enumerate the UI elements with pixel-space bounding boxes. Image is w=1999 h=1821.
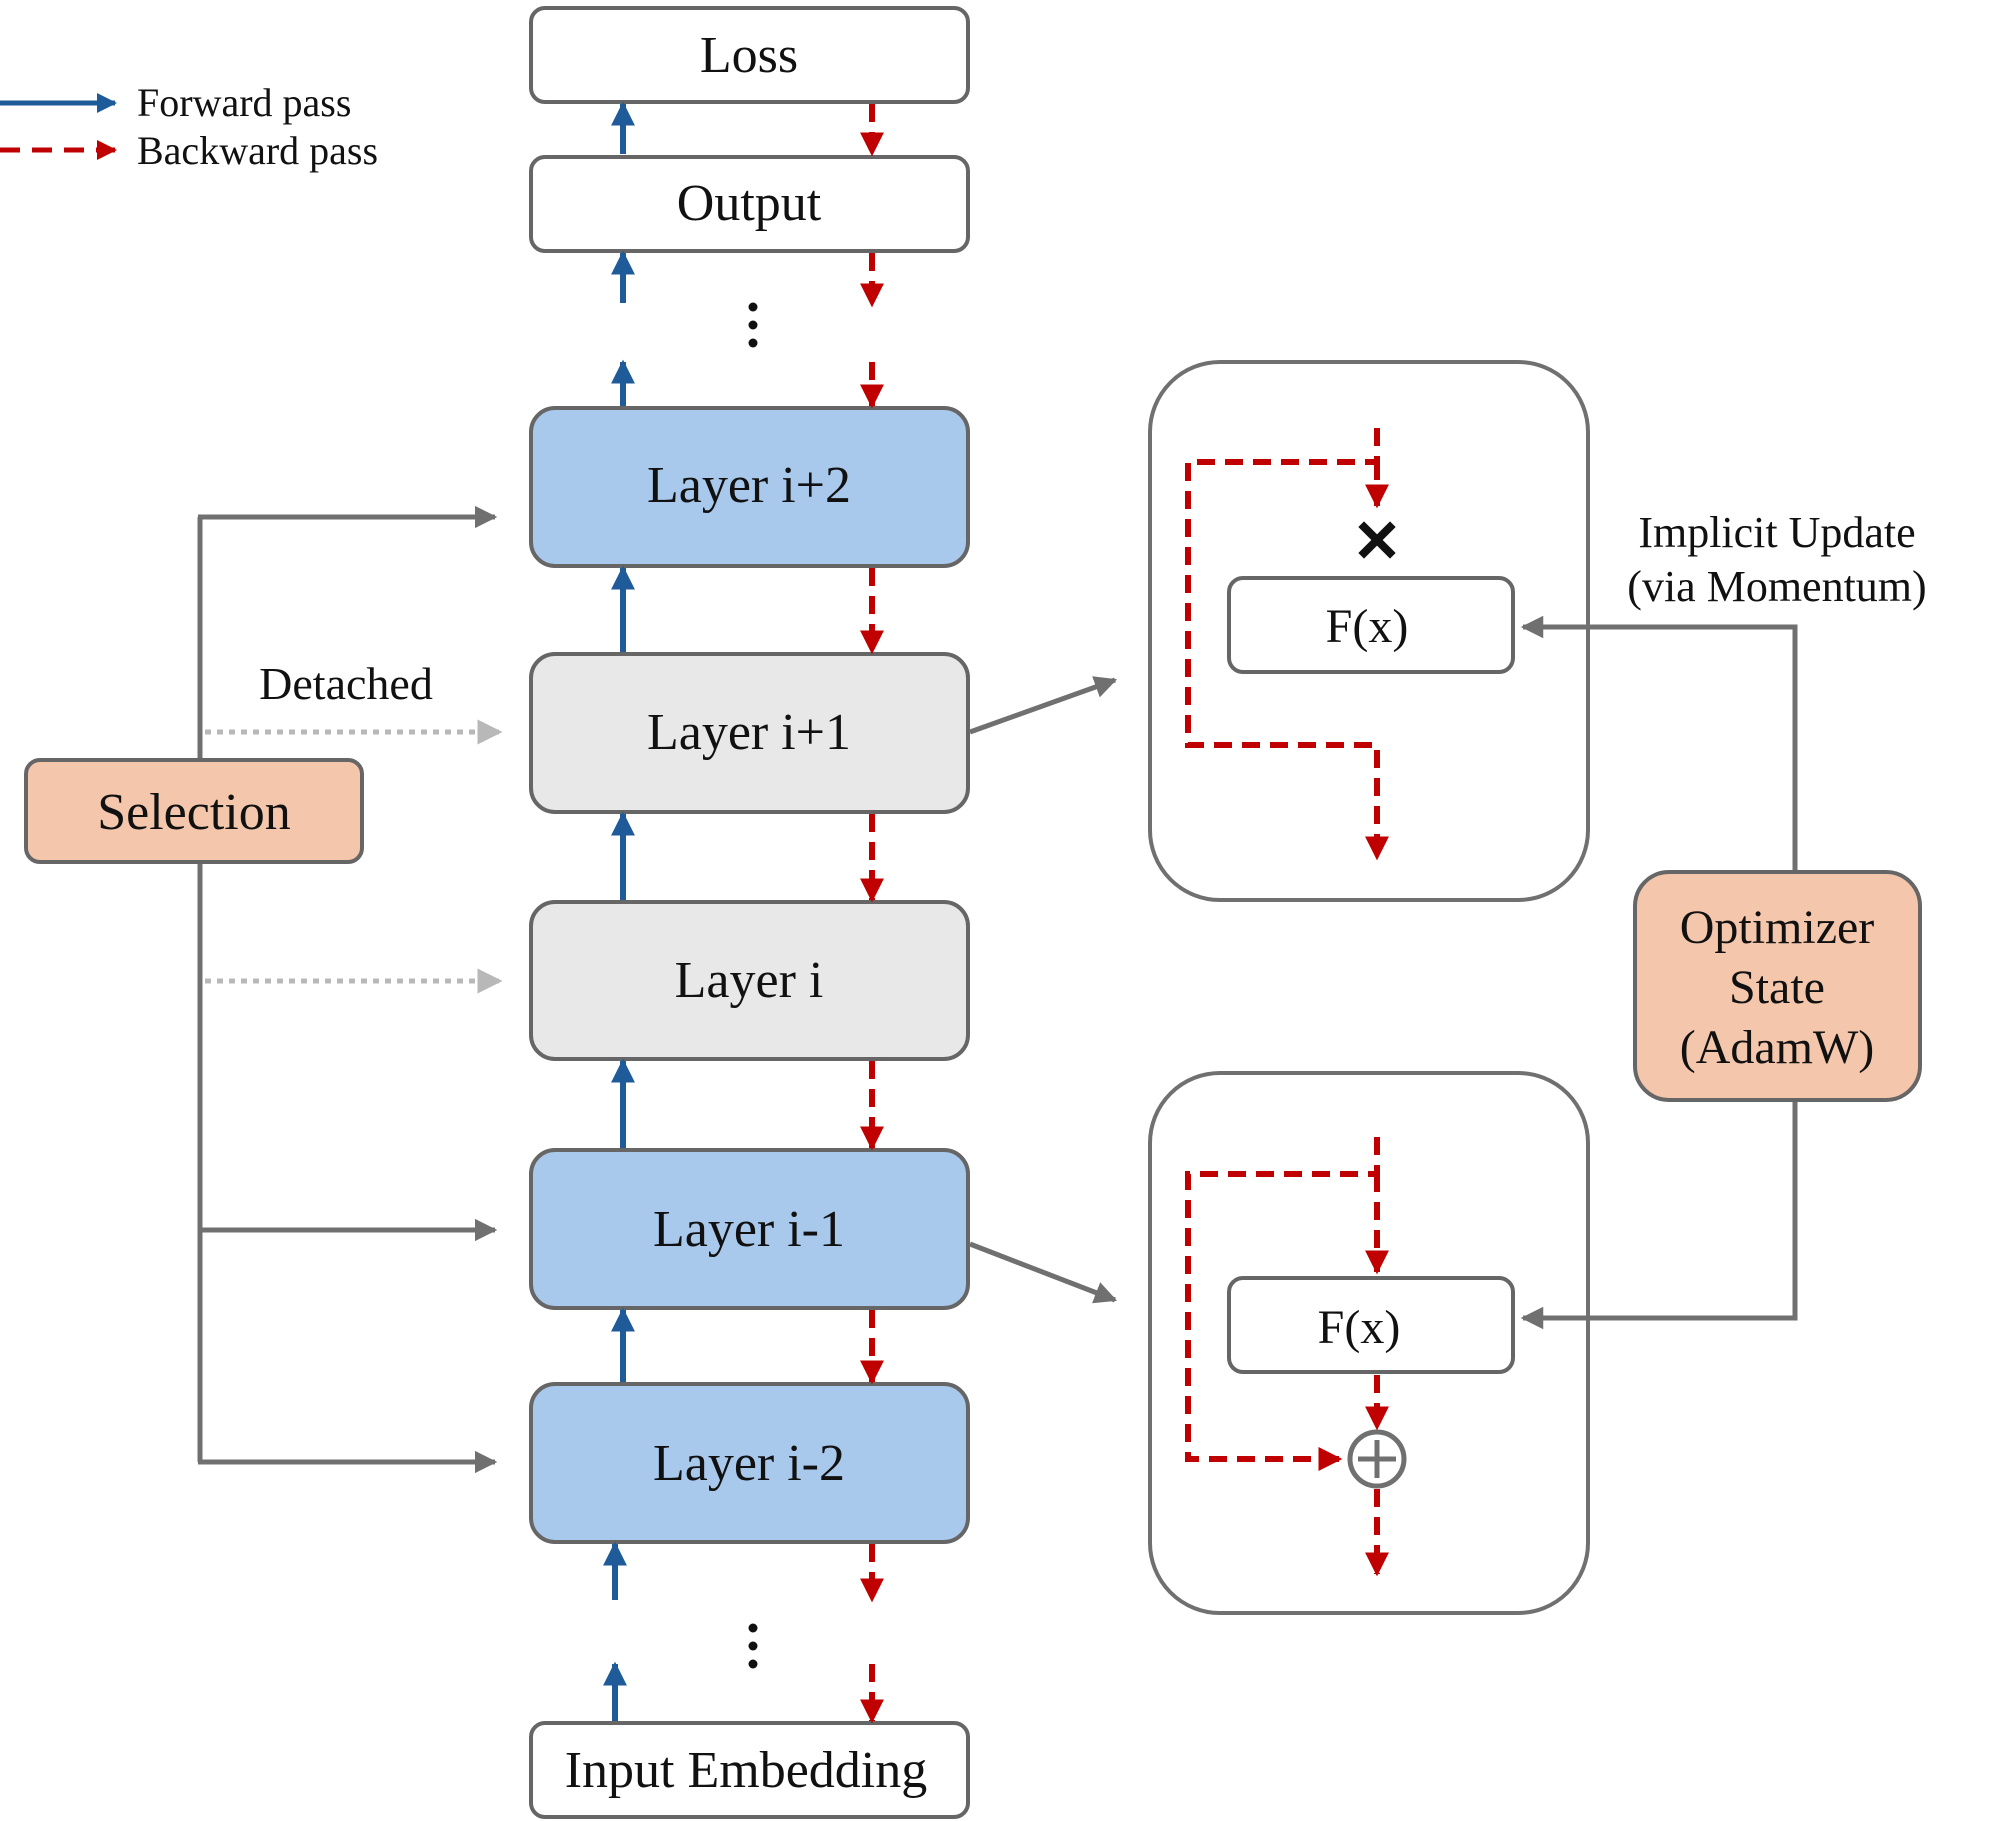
legend-backward-label: Backward pass xyxy=(137,128,378,173)
legend-forward-label: Forward pass xyxy=(137,80,351,125)
optimizer-to-fx-bottom xyxy=(1520,1102,1798,1330)
layer-i-label: Layer i xyxy=(675,952,824,1009)
layer-i-plus-1-to-detail xyxy=(969,676,1118,735)
layer-i-plus-2-label: Layer i+2 xyxy=(647,457,851,514)
layer-i-minus-2-box xyxy=(529,1382,970,1544)
fx-box-bottom xyxy=(1227,1276,1515,1374)
selection-label: Selection xyxy=(97,784,291,841)
layer-i-minus-1-to-detail xyxy=(969,1241,1118,1304)
input-embedding-label: Input Embedding xyxy=(565,1742,928,1799)
layer-i-plus-2-box xyxy=(529,406,970,568)
layer-stack: Loss Output Layer i+2 Layer i+1 Layer i … xyxy=(529,6,970,1819)
fx-label-bottom: F(x) xyxy=(1318,1301,1401,1354)
optimizer-label-line3: (AdamW) xyxy=(1680,1021,1875,1074)
implicit-update-line1: Implicit Update xyxy=(1638,508,1915,557)
optimizer-group: Optimizer State (AdamW) Implicit Update … xyxy=(1520,508,1927,1330)
detail-panel-bottom: F(x) xyxy=(1148,1071,1590,1615)
fx-box-top xyxy=(1227,576,1515,674)
layer-i-minus-1-label: Layer i-1 xyxy=(653,1201,845,1258)
backward-bypass-path xyxy=(1185,428,1389,861)
layer-i-plus-1-box xyxy=(529,652,970,814)
output-label: Output xyxy=(677,175,822,232)
forward-arrows xyxy=(603,101,635,1721)
fx-label-top: F(x) xyxy=(1326,600,1409,653)
optimizer-label-line2: State xyxy=(1729,961,1825,1014)
input-embedding-box xyxy=(529,1721,970,1819)
optimizer-to-fx-top xyxy=(1520,615,1798,872)
detached-label: Detached xyxy=(259,658,433,709)
legend: Forward pass Backward pass xyxy=(0,80,378,173)
layer-i-minus-2-label: Layer i-2 xyxy=(653,1435,845,1492)
loss-box xyxy=(529,6,970,104)
selection-box xyxy=(24,758,364,864)
loss-label: Loss xyxy=(700,27,798,84)
ellipsis-bottom xyxy=(748,1623,758,1669)
selection-group: Detached Selection xyxy=(24,505,503,1474)
backward-residual-path xyxy=(1185,1137,1380,1471)
output-box xyxy=(529,155,970,253)
blocked-x-icon xyxy=(1358,521,1396,559)
layer-i-box xyxy=(529,900,970,1061)
implicit-update-line2: (via Momentum) xyxy=(1627,562,1926,611)
layer-i-plus-1-label: Layer i+1 xyxy=(647,704,851,761)
layer-i-minus-1-box xyxy=(529,1148,970,1310)
optimizer-label-line1: Optimizer xyxy=(1680,901,1875,954)
sum-node-icon xyxy=(1347,1429,1407,1489)
ellipsis-top xyxy=(748,302,758,348)
detail-panel-top: F(x) xyxy=(1148,360,1590,902)
optimizer-state-box xyxy=(1633,870,1922,1102)
